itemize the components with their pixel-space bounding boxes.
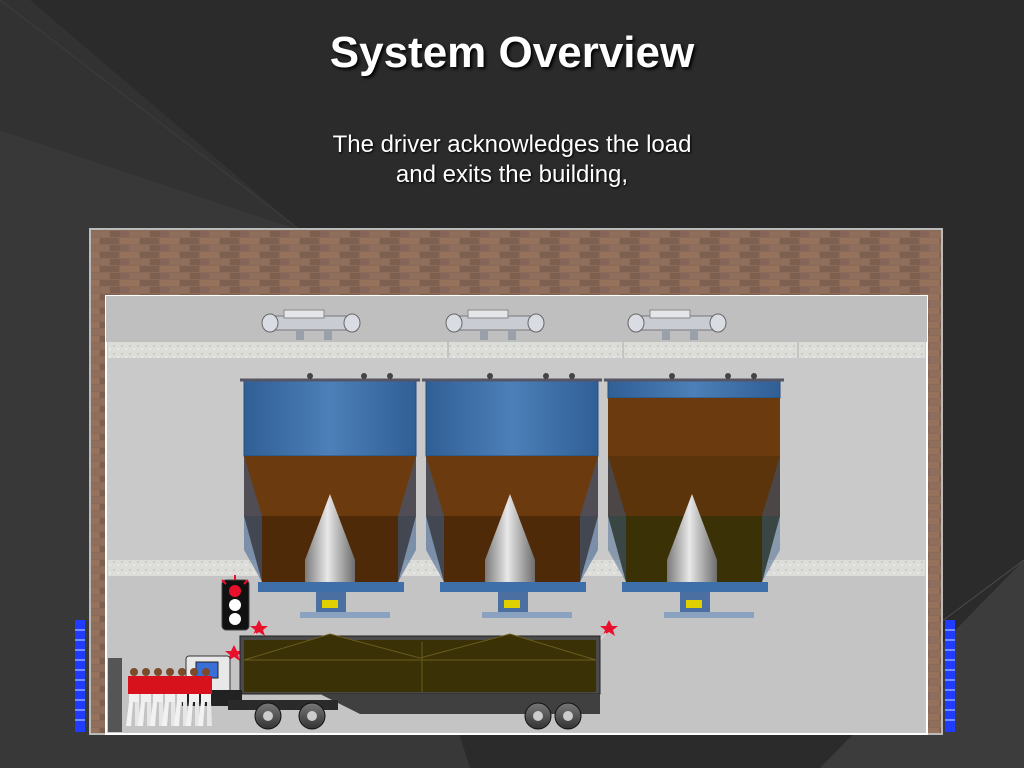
subtitle-line-1: The driver acknowledges the load bbox=[332, 131, 692, 158]
upper-floor-slab bbox=[108, 342, 925, 358]
control-post bbox=[108, 658, 122, 732]
door-sensor-left bbox=[75, 620, 85, 732]
slide-title: System Overview bbox=[329, 28, 695, 77]
slide-subtitle: The driver acknowledges the load and exi… bbox=[262, 130, 762, 190]
silo-1 bbox=[240, 373, 420, 618]
subtitle-line-2: and exits the building, bbox=[395, 161, 629, 188]
truck-icon bbox=[108, 633, 601, 732]
silo-2 bbox=[422, 373, 602, 618]
traffic-light-icon bbox=[221, 575, 250, 631]
silo-3 bbox=[604, 373, 784, 618]
door-sensor-right bbox=[945, 620, 955, 732]
